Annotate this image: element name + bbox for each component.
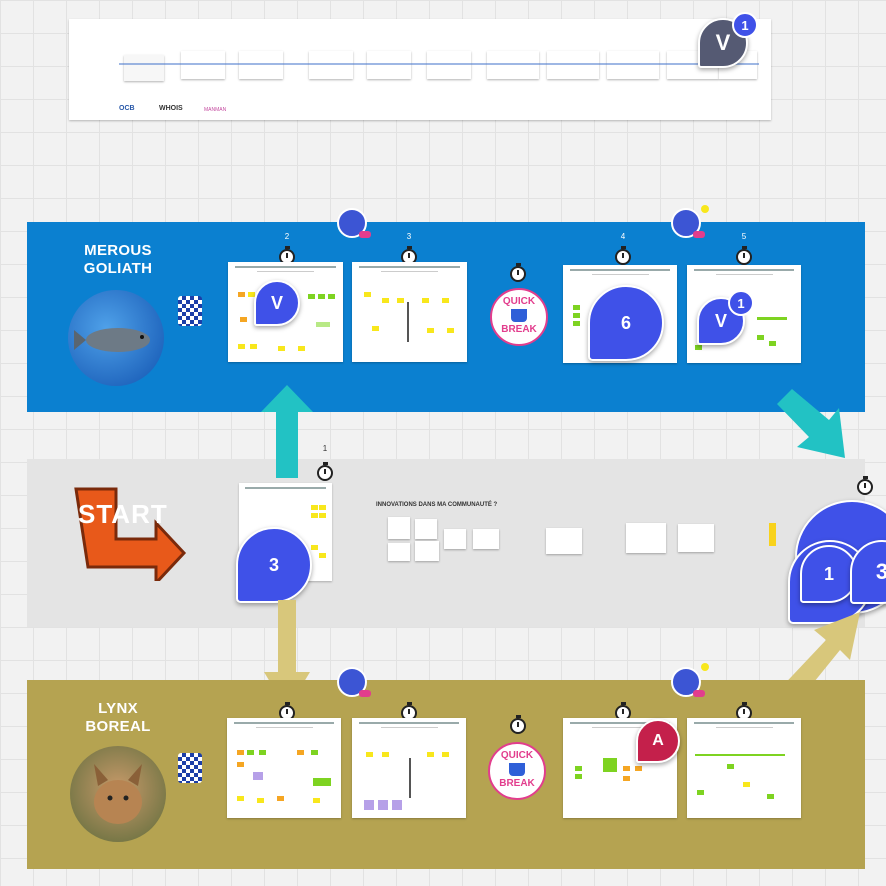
checkered-sticker <box>178 753 202 783</box>
quick-break-sticker: QUICK BREAK <box>490 288 548 346</box>
comment-initial: V <box>715 30 731 55</box>
comment-count-badge[interactable]: 1 <box>728 290 754 316</box>
timer-icon <box>857 476 873 495</box>
comment-bubble-6[interactable]: 6 <box>588 285 664 361</box>
activity-card[interactable] <box>473 529 499 549</box>
comment-count-badge[interactable]: 1 <box>732 12 758 38</box>
comment-bubble-a[interactable]: A <box>636 719 680 763</box>
comment-bubble-3[interactable]: 3 <box>236 527 312 603</box>
comment-count: 3 <box>875 559 886 584</box>
overview-thumbnail <box>607 51 659 79</box>
overview-thumbnail <box>124 55 164 81</box>
timer-icon <box>736 246 752 265</box>
timer-icon <box>510 263 526 282</box>
overview-flow <box>119 49 759 94</box>
avatar-sticker <box>337 208 371 238</box>
lynx-photo <box>70 746 166 842</box>
quick-break-line1: QUICK <box>502 296 536 307</box>
overview-thumbnail <box>309 51 353 79</box>
comment-bubble-v[interactable]: V <box>698 18 748 68</box>
overview-logo-2: WHOIS <box>159 105 183 112</box>
merous-step-3-frame[interactable] <box>352 262 467 362</box>
section-heading: INNOVATIONS DANS MA COMMUNAUTÉ ? <box>376 502 498 508</box>
quick-break-sticker: QUICK BREAK <box>488 742 546 800</box>
comment-bubble-v[interactable]: V <box>697 297 745 345</box>
comment-bubble-1[interactable]: 1 <box>800 545 858 603</box>
timer-icon <box>317 462 333 481</box>
lightbulb-icon <box>701 205 709 213</box>
start-arrow-sign-icon <box>74 487 187 587</box>
overview-thumbnail <box>547 51 599 79</box>
step-number: 1 <box>322 444 328 453</box>
overview-logo-3: MANMAN <box>204 107 227 113</box>
grouper-fish-icon <box>74 328 150 352</box>
activity-card[interactable] <box>626 523 666 553</box>
timer-icon <box>510 715 526 734</box>
start-sign: START <box>68 485 188 587</box>
start-sign-text: START <box>78 499 168 529</box>
quick-break-line2: BREAK <box>501 324 537 335</box>
comment-initial: A <box>652 732 664 749</box>
overview-frame[interactable]: OCB WHOIS MANMAN <box>69 19 771 120</box>
step-number: 3 <box>406 232 412 241</box>
comment-count: 3 <box>268 554 279 575</box>
overview-thumbnail <box>427 51 471 79</box>
lynx-step-2-frame[interactable] <box>227 718 341 818</box>
lynx-step-5-frame[interactable] <box>687 718 801 818</box>
activity-card[interactable] <box>388 517 410 539</box>
lightbulb-icon <box>701 663 709 671</box>
grouper-photo <box>68 290 164 386</box>
coffee-cup-icon <box>509 763 525 776</box>
comment-count: 1 <box>823 563 834 584</box>
quick-break-line1: QUICK <box>500 750 534 761</box>
avatar-sticker <box>671 667 705 697</box>
comment-count: 6 <box>620 312 631 333</box>
comment-initial: V <box>714 310 727 331</box>
coffee-cup-icon <box>511 309 527 322</box>
step-number: 2 <box>284 232 290 241</box>
overview-thumbnail <box>487 51 539 79</box>
quick-break-line2: BREAK <box>499 778 535 789</box>
step-number: 4 <box>620 232 626 241</box>
activity-card[interactable] <box>415 541 439 561</box>
activity-card[interactable] <box>415 519 437 539</box>
comment-bubble-v[interactable]: V <box>254 280 300 326</box>
checkered-sticker <box>178 296 202 326</box>
comment-initial: V <box>270 292 283 313</box>
activity-card[interactable] <box>388 543 410 561</box>
badge-count: 1 <box>737 295 745 311</box>
badge-count: 1 <box>741 17 749 33</box>
timer-icon <box>615 246 631 265</box>
activity-card[interactable] <box>678 524 714 552</box>
step-number: 5 <box>741 232 747 241</box>
activity-card[interactable] <box>444 529 466 549</box>
activity-card[interactable] <box>546 528 582 554</box>
overview-thumbnail <box>239 51 283 79</box>
overview-connector <box>119 63 759 65</box>
overview-logo-1: OCB <box>119 105 135 112</box>
avatar-sticker <box>671 208 705 238</box>
overview-thumbnail <box>181 51 225 79</box>
lynx-step-3-frame[interactable] <box>352 718 466 818</box>
overview-thumbnail <box>367 51 411 79</box>
sticky-note <box>769 523 776 546</box>
avatar-sticker <box>337 667 371 697</box>
lynx-face-icon <box>94 764 142 824</box>
